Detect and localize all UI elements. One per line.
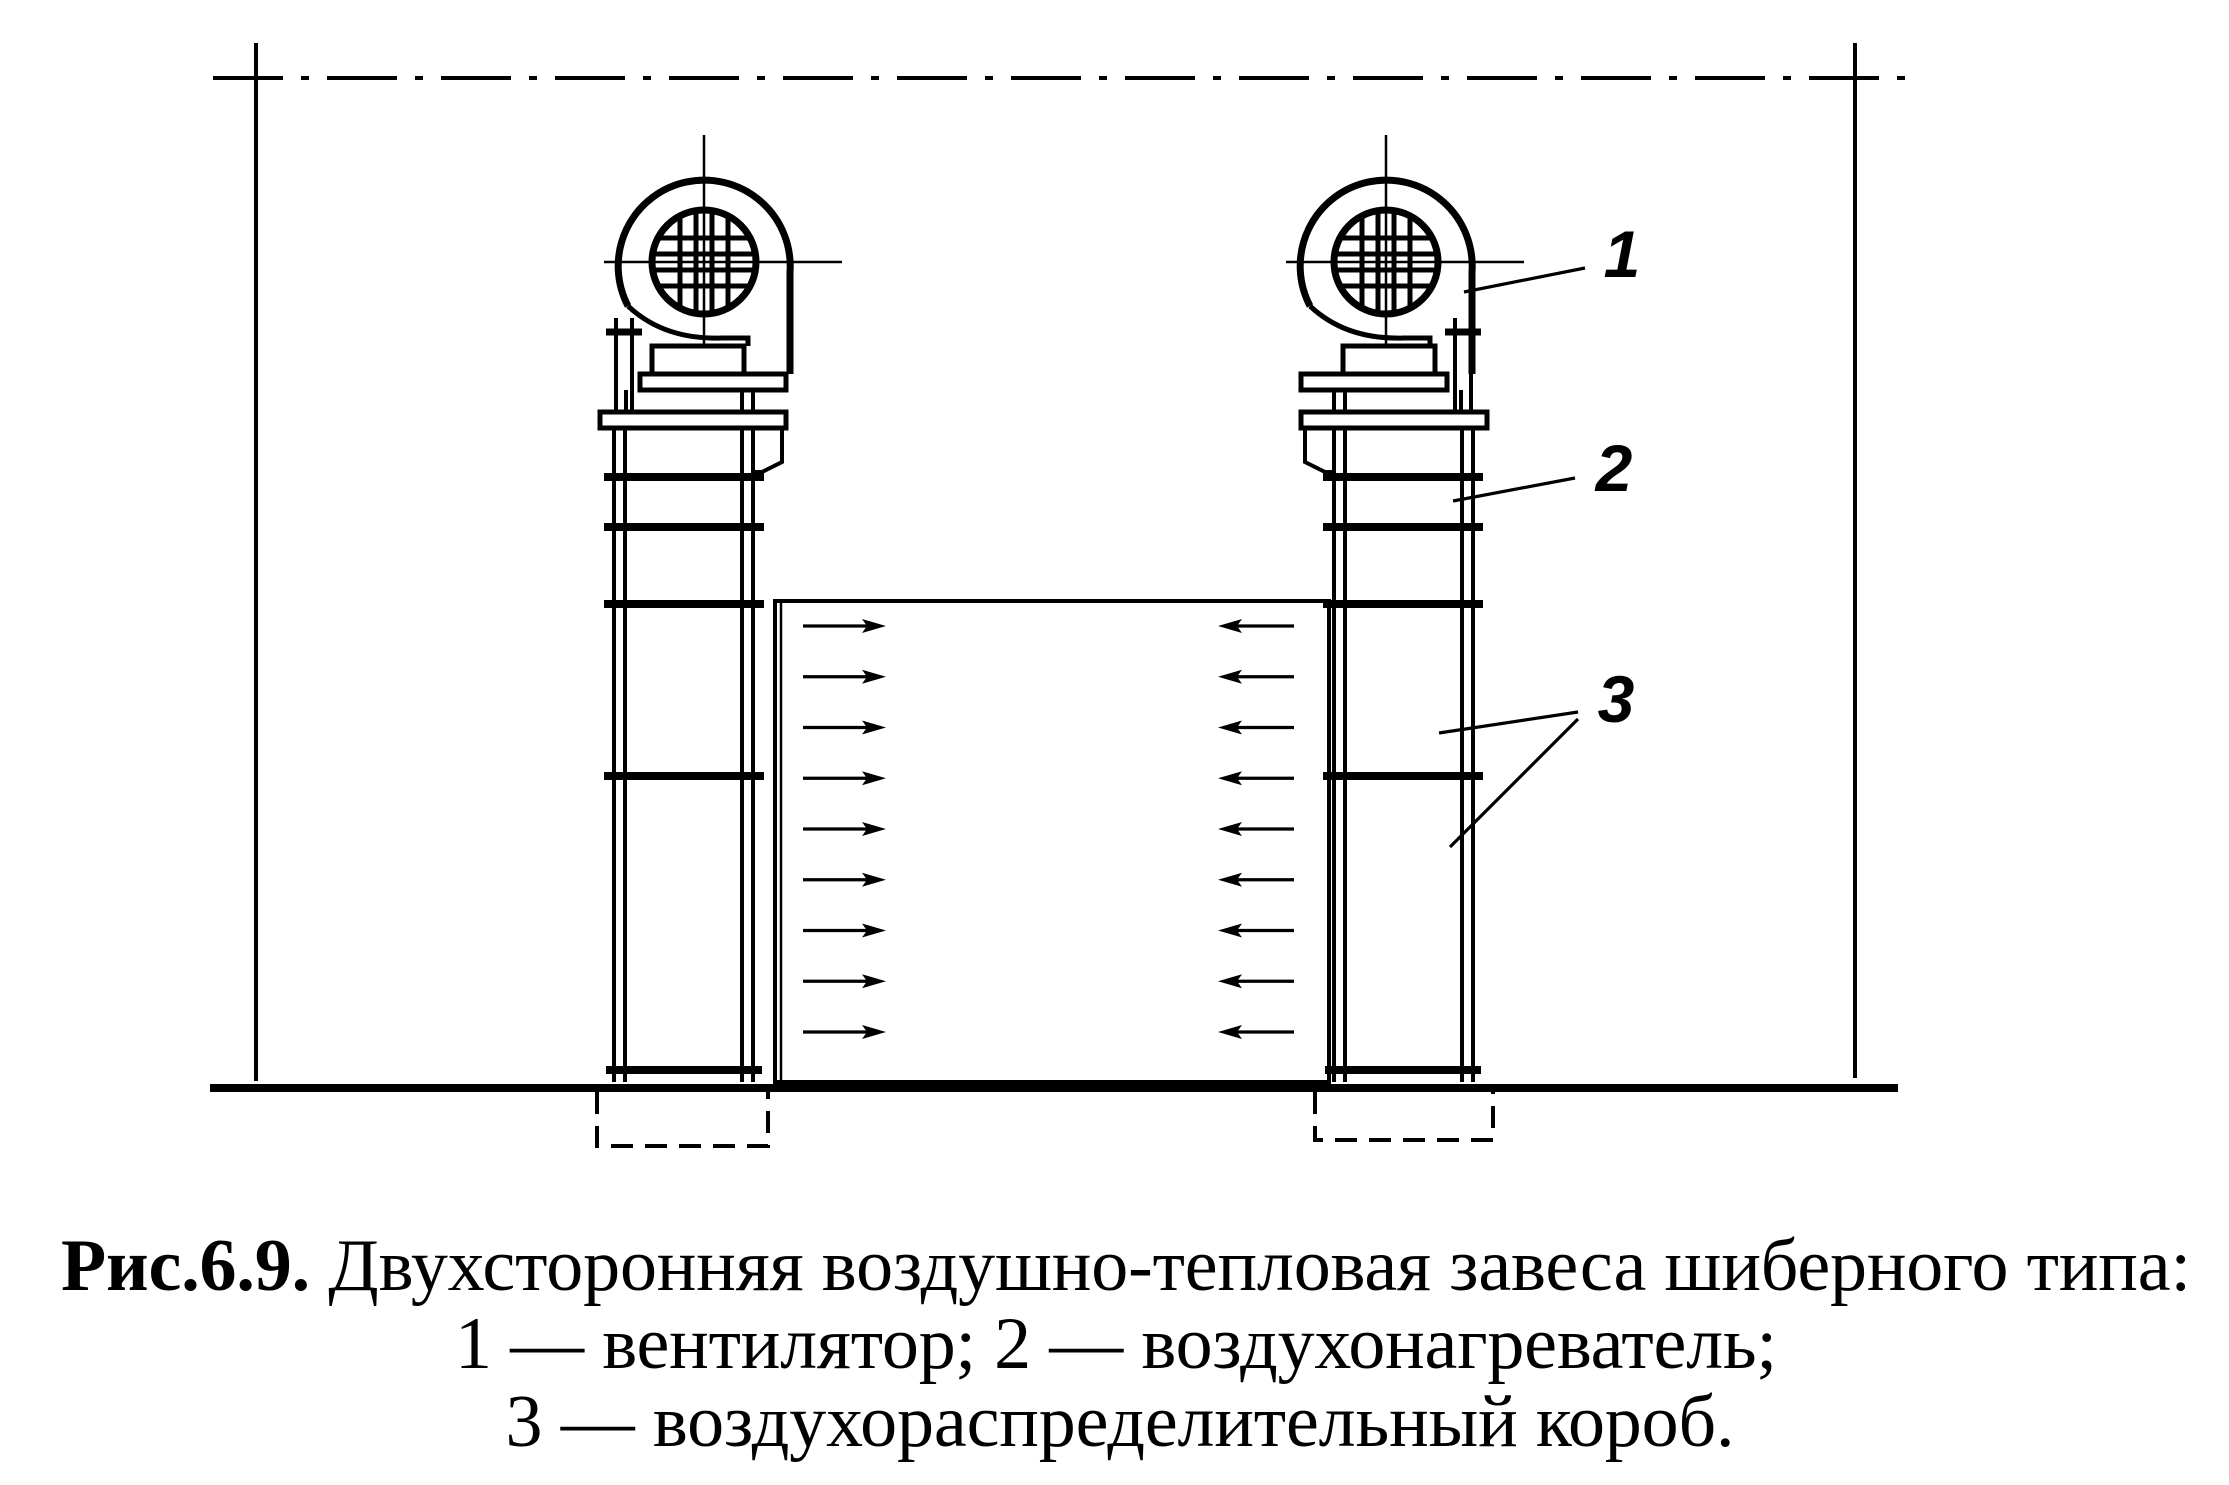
door-opening xyxy=(773,599,1331,1084)
fan-support-stand xyxy=(606,318,642,412)
right-heater-duct-column xyxy=(1298,318,1490,1082)
arrow-head xyxy=(1218,1025,1242,1039)
fan-casing-outlet xyxy=(1308,304,1433,346)
arrow-head xyxy=(862,771,886,786)
fan-mounting-plate xyxy=(637,371,789,393)
caption-line-1: Рис.6.9. Двухсторонняя воздушно-тепловая… xyxy=(61,1225,2191,1307)
airflow-arrow-left xyxy=(1218,720,1294,735)
airflow-arrow-right xyxy=(803,974,886,989)
arrow-head xyxy=(1218,720,1242,735)
arrow-head xyxy=(1218,669,1242,684)
left-heater-duct-column xyxy=(597,318,789,1082)
arrow-head xyxy=(862,974,886,989)
left-foundation-outline xyxy=(595,1092,770,1148)
flange-bracket xyxy=(1303,426,1334,474)
figure-title: Двухсторонняя воздушно-тепловая завеса ш… xyxy=(328,1225,2191,1307)
fan-motor xyxy=(649,343,747,377)
airflow-arrow-right xyxy=(803,669,886,684)
airflow-arrow-left xyxy=(1218,771,1294,786)
heater-flange xyxy=(1298,409,1490,431)
fan-support-stand xyxy=(1445,318,1481,412)
fan-volute-casing xyxy=(1296,176,1476,374)
arrow-head xyxy=(862,822,886,836)
heater-flange xyxy=(597,409,789,431)
arrow-head xyxy=(1218,771,1242,786)
airflow-arrow-left xyxy=(1218,974,1294,989)
fan-motor xyxy=(1340,343,1438,377)
arrow-head xyxy=(1218,822,1242,836)
airflow-arrow-left xyxy=(1218,872,1294,887)
legend-item-fan: 1 — вентилятор; xyxy=(455,1303,976,1385)
arrow-head xyxy=(862,923,886,938)
airflow-arrow-right xyxy=(803,771,886,786)
flange-bracket xyxy=(753,426,784,474)
fan-volute-casing xyxy=(614,176,794,374)
airflow-arrow-left xyxy=(1218,822,1294,836)
figure-number: Рис.6.9. xyxy=(61,1225,310,1307)
airflow-arrow-left xyxy=(1218,669,1294,684)
arrow-head xyxy=(862,669,886,684)
airflow-arrow-right xyxy=(803,619,886,633)
arrow-head xyxy=(1218,619,1242,633)
airflow-arrows-from-left xyxy=(803,619,886,1039)
airflow-arrow-right xyxy=(803,720,886,735)
airflow-arrow-left xyxy=(1218,619,1294,633)
airflow-arrow-left xyxy=(1218,923,1294,938)
airflow-arrow-right xyxy=(803,923,886,938)
arrow-head xyxy=(862,1025,886,1039)
arrow-head xyxy=(1218,872,1242,887)
airflow-arrow-left xyxy=(1218,1025,1294,1039)
arrow-head xyxy=(862,619,886,633)
callout-leader-3b xyxy=(1448,717,1580,849)
airflow-arrow-right xyxy=(803,872,886,887)
arrow-head xyxy=(1218,974,1242,989)
callout-leader-2 xyxy=(1452,476,1576,503)
caption-line-2: 1 — вентилятор; 2 — воздухонагреватель; xyxy=(455,1303,1777,1385)
legend-item-heater: 2 — воздухонагреватель; xyxy=(994,1303,1777,1385)
fan-casing-outlet xyxy=(626,304,751,346)
callout-leader-1 xyxy=(1463,266,1586,294)
legend-item-distribution-box: 3 — воздухораспределительный короб. xyxy=(506,1381,1735,1463)
arrow-head xyxy=(862,872,886,887)
left-fan xyxy=(604,135,842,382)
airflow-arrow-right xyxy=(803,822,886,836)
arrow-head xyxy=(1218,923,1242,938)
arrow-head xyxy=(862,720,886,735)
caption-line-3: 3 — воздухораспределительный короб. xyxy=(506,1381,1735,1463)
fan-mounting-plate xyxy=(1298,371,1450,393)
airflow-arrow-right xyxy=(803,1025,886,1039)
callout-label-1: 1 xyxy=(1604,217,1641,291)
right-fan xyxy=(1286,135,1524,382)
airflow-arrows-from-right xyxy=(1218,619,1294,1039)
door-opening-frame xyxy=(773,599,1331,1084)
right-foundation-outline xyxy=(1313,1092,1495,1142)
callout-leader-3a xyxy=(1438,710,1579,735)
callout-label-2: 2 xyxy=(1594,431,1633,505)
callout-label-3: 3 xyxy=(1598,662,1635,736)
